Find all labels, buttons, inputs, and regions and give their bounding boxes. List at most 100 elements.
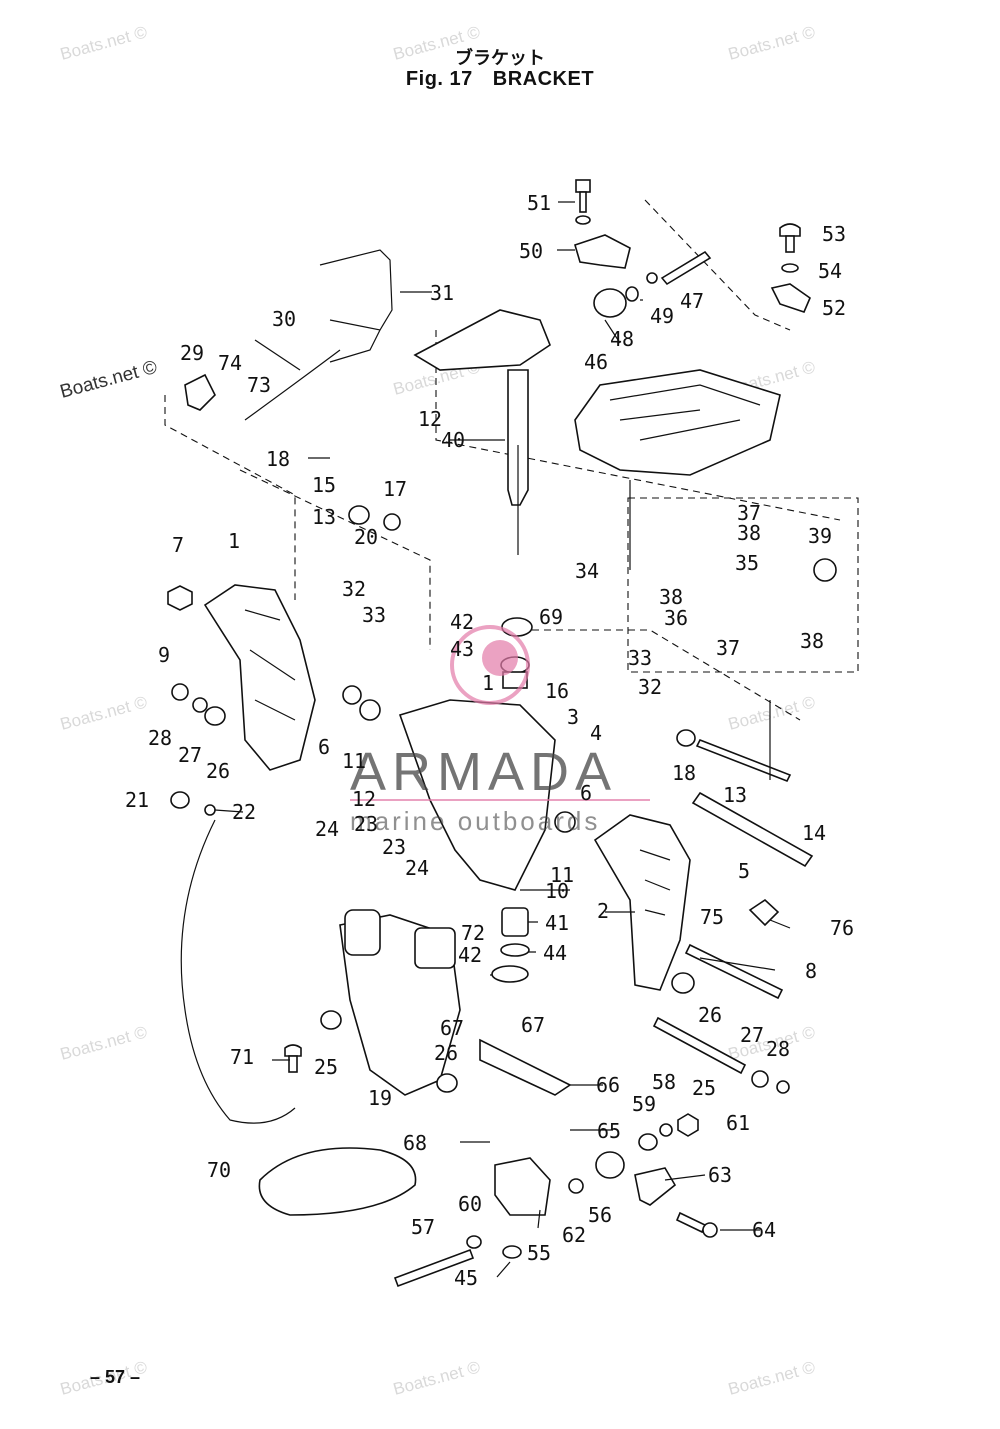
callout-25: 25 (692, 1076, 716, 1100)
stern-bracket-2 (593, 814, 691, 991)
callout-37: 37 (716, 636, 740, 660)
watermark: Boats.net © (391, 22, 482, 64)
callout-27: 27 (178, 743, 202, 767)
callout-36: 36 (664, 606, 688, 630)
washer-54 (781, 263, 799, 273)
callout-25: 25 (314, 1055, 338, 1079)
callout-28: 28 (148, 726, 172, 750)
callout-4: 4 (590, 721, 602, 745)
callout-7: 7 (172, 533, 184, 557)
watermark: Boats.net © (391, 1357, 482, 1399)
watermark-prominent: Boats.net © (58, 357, 160, 403)
wire-30 (254, 339, 301, 371)
figure-title: Fig. 17 BRACKET (0, 68, 1000, 91)
callout-23: 23 (354, 812, 378, 836)
callout-63: 63 (708, 1163, 732, 1187)
washer-48 (625, 286, 639, 302)
ground-cable-70 (180, 819, 296, 1124)
callout-67: 67 (521, 1013, 545, 1037)
callout-50: 50 (519, 239, 543, 263)
callout-45: 45 (454, 1266, 478, 1290)
callout-38: 38 (800, 629, 824, 653)
callout-8: 8 (805, 959, 817, 983)
callout-11: 11 (550, 863, 574, 887)
callout-10: 10 (545, 879, 569, 903)
callout-14: 14 (802, 821, 826, 845)
washer-62 (568, 1178, 584, 1194)
figure-title-english: BRACKET (492, 68, 595, 90)
callout-57: 57 (411, 1215, 435, 1239)
callout-13: 13 (723, 783, 747, 807)
pump-body (414, 927, 456, 969)
callout-67: 67 (440, 1016, 464, 1040)
callout-26: 26 (434, 1041, 458, 1065)
callout-2: 2 (597, 899, 609, 923)
clamp-55 (494, 1157, 551, 1216)
logo-mark (482, 640, 518, 676)
callout-38: 38 (737, 521, 761, 545)
figure-number: Fig. 17 (405, 68, 473, 90)
callout-24: 24 (315, 817, 339, 841)
watermark: Boats.net © (58, 1022, 149, 1064)
nut-7 (167, 585, 193, 611)
callout-17: 17 (383, 477, 407, 501)
leader-lines (214, 201, 791, 1278)
bolt-51 (575, 179, 591, 225)
bolt-25 (652, 1016, 747, 1075)
logo-tagline: marine outboards (350, 806, 600, 836)
figure-title-japanese: ブラケット (455, 48, 545, 69)
callout-54: 54 (818, 259, 842, 283)
callout-33: 33 (362, 603, 386, 627)
callout-22: 22 (232, 800, 256, 824)
washer-6 (342, 685, 362, 705)
callout-12: 12 (352, 787, 376, 811)
callout-73: 73 (247, 373, 271, 397)
upper-mount-plate (574, 369, 781, 476)
callout-18: 18 (672, 761, 696, 785)
bracket-63 (634, 1167, 677, 1206)
callout-43: 43 (450, 637, 474, 661)
callout-15: 15 (312, 473, 336, 497)
bushing-46 (593, 288, 627, 318)
callout-48: 48 (610, 327, 634, 351)
callout-41: 41 (545, 911, 569, 935)
bushing-26 (320, 1010, 342, 1030)
callout-69: 69 (539, 605, 563, 629)
callout-68: 68 (403, 1131, 427, 1155)
logo-brand: ARMADA (350, 742, 617, 802)
boundary-right-bracket (520, 629, 801, 721)
callout-33: 33 (628, 646, 652, 670)
callout-26: 26 (698, 1003, 722, 1027)
callout-56: 56 (588, 1203, 612, 1227)
callout-52: 52 (822, 296, 846, 320)
bushing-11 (359, 699, 381, 721)
callout-5: 5 (738, 859, 750, 883)
callout-35: 35 (735, 551, 759, 575)
callout-39: 39 (808, 524, 832, 548)
callout-32: 32 (638, 675, 662, 699)
callout-38: 38 (659, 585, 683, 609)
callout-32: 32 (342, 577, 366, 601)
callout-59: 59 (632, 1092, 656, 1116)
callout-76: 76 (830, 916, 854, 940)
callout-42: 42 (450, 610, 474, 634)
callout-layer: 1123456678910111112121313141516171818192… (125, 191, 854, 1290)
callout-28: 28 (766, 1037, 790, 1061)
washer-22 (204, 804, 216, 816)
callout-71: 71 (230, 1045, 254, 1069)
callout-1: 1 (228, 529, 240, 553)
watermark: Boats.net © (58, 22, 149, 64)
callout-62: 62 (562, 1223, 586, 1247)
logo-ring (450, 625, 530, 705)
callout-74: 74 (218, 351, 242, 375)
callout-42: 42 (458, 943, 482, 967)
bolt-21 (170, 791, 190, 809)
callout-9: 9 (158, 643, 170, 667)
steering-arm (413, 309, 551, 371)
clamp-50 (574, 234, 631, 269)
callout-3: 3 (567, 705, 579, 729)
washer-58 (659, 1123, 673, 1137)
callout-46: 46 (584, 350, 608, 374)
bushing-56 (595, 1151, 625, 1179)
